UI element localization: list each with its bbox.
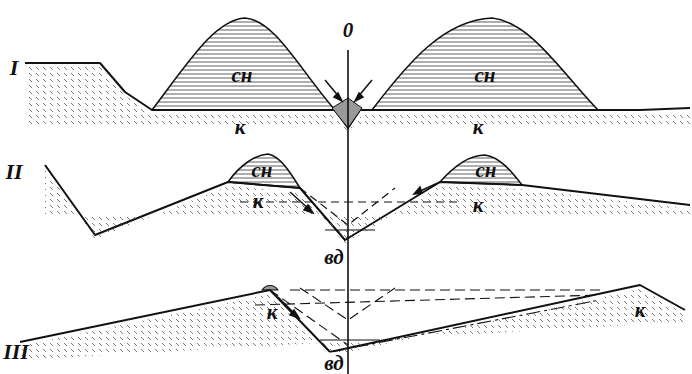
snow-label: сн — [232, 65, 253, 86]
snow-label: сн — [252, 160, 273, 181]
water-label: вд — [322, 247, 345, 268]
roman-numeral: II — [5, 161, 22, 183]
roman-numeral: III — [3, 341, 29, 363]
rock-label: к — [267, 302, 278, 323]
rock-label: к — [635, 300, 646, 321]
snow-label: сн — [476, 160, 497, 181]
rock-label: к — [473, 195, 484, 216]
rock-label: к — [235, 117, 246, 138]
axis-label: 0 — [341, 20, 356, 41]
roman-numeral: I — [10, 57, 19, 79]
snow-label: сн — [475, 65, 496, 86]
rock-label: к — [473, 117, 484, 138]
rock-label: к — [253, 191, 264, 212]
axis-line — [347, 50, 349, 374]
water-label: вд — [322, 353, 345, 374]
